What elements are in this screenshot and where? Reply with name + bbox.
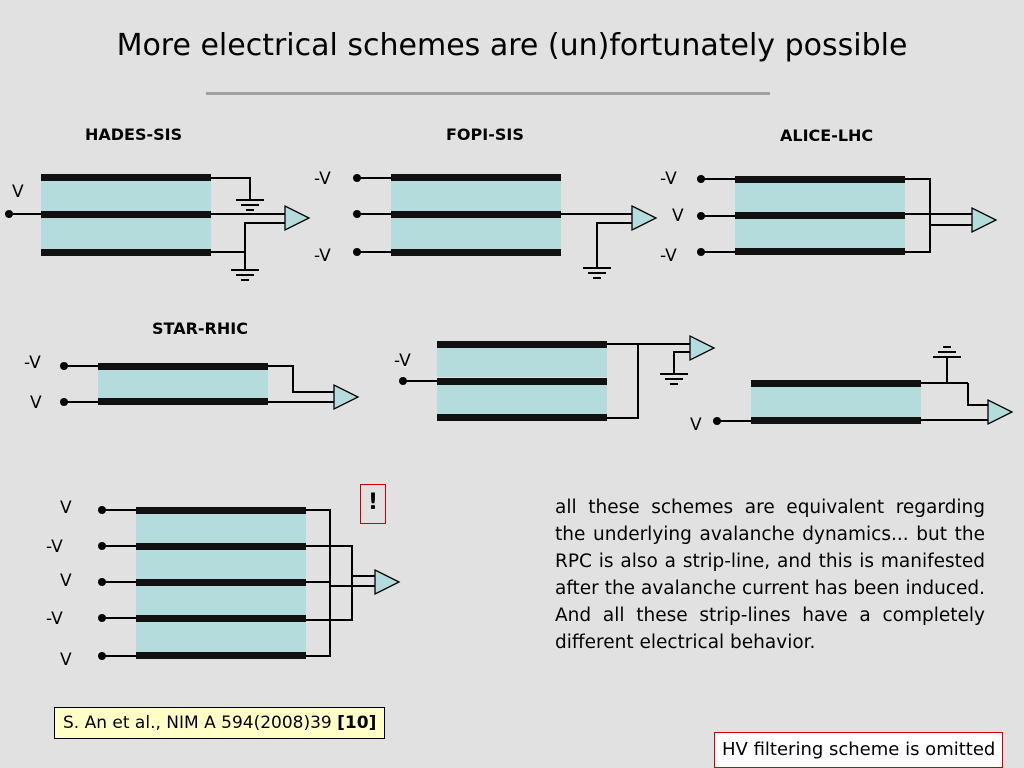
middle-scheme: -V bbox=[394, 334, 716, 421]
alert-mark: ! bbox=[360, 484, 386, 524]
multi-label-1: V bbox=[60, 498, 72, 518]
star-v-label: V bbox=[30, 393, 42, 413]
multi-label-3: V bbox=[60, 571, 72, 591]
citation-ref: [10] bbox=[337, 713, 377, 733]
star-rhic-title: STAR-RHIC bbox=[152, 319, 248, 338]
star-rhic-scheme: STAR-RHIC -V V bbox=[24, 319, 360, 413]
hv-filter-note: HV filtering scheme is omitted bbox=[714, 732, 1004, 768]
title-divider bbox=[206, 92, 770, 95]
multi-label-5: V bbox=[60, 650, 72, 670]
slide-title: More electrical schemes are (un)fortunat… bbox=[116, 28, 908, 63]
alice-lhc-scheme: ALICE-LHC -V V -V bbox=[660, 126, 998, 266]
fopi-neg-v-bottom-label: -V bbox=[314, 246, 331, 266]
star-neg-v-label: -V bbox=[24, 353, 41, 373]
citation-text: S. An et al., NIM A 594(2008)39 bbox=[63, 713, 338, 733]
middle-neg-v-label: -V bbox=[394, 351, 411, 371]
multi-label-4: -V bbox=[46, 609, 63, 629]
citation-box: S. An et al., NIM A 594(2008)39 [10] bbox=[54, 707, 386, 739]
alice-v-mid-label: V bbox=[672, 206, 684, 226]
right-v-label: V bbox=[690, 415, 702, 435]
fopi-sis-scheme: FOPI-SIS -V -V bbox=[314, 125, 658, 279]
hades-sis-scheme: HADES-SIS V bbox=[5, 125, 311, 281]
alice-neg-v-top-label: -V bbox=[660, 169, 677, 189]
alice-lhc-title: ALICE-LHC bbox=[780, 126, 873, 145]
multi-label-2: -V bbox=[46, 537, 63, 557]
fopi-sis-title: FOPI-SIS bbox=[446, 125, 524, 144]
hades-v-label: V bbox=[12, 182, 24, 202]
right-scheme: V bbox=[690, 346, 1014, 435]
hades-sis-title: HADES-SIS bbox=[85, 125, 182, 144]
fopi-neg-v-top-label: -V bbox=[314, 169, 331, 189]
multi-gap-scheme: V -V V -V V bbox=[46, 498, 401, 670]
alice-neg-v-bottom-label: -V bbox=[660, 246, 677, 266]
explanation-paragraph: all these schemes are equivalent regardi… bbox=[555, 497, 985, 653]
